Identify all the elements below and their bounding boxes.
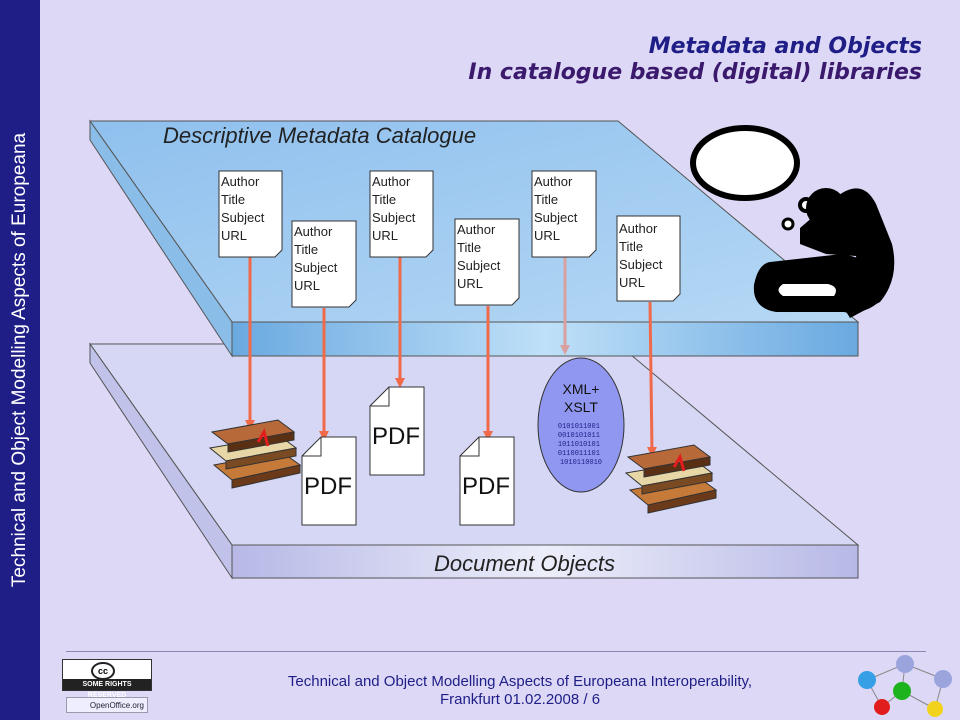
cc-icon: cc <box>91 662 115 680</box>
pdf-document-icon: PDF <box>301 436 357 526</box>
catalogue-label: Descriptive Metadata Catalogue <box>163 123 476 148</box>
cc-badge-text: SOME RIGHTS RESERVED <box>63 679 151 699</box>
metadata-record: Author Title Subject URL <box>454 218 520 306</box>
metadata-record: Author Title Subject URL <box>616 215 681 302</box>
footer: Technical and Object Modelling Aspects o… <box>210 673 830 709</box>
svg-text:XSLT: XSLT <box>564 399 598 415</box>
svg-text:PDF: PDF <box>372 423 420 450</box>
thinking-person-icon <box>690 125 895 318</box>
footer-line-1: Technical and Object Modelling Aspects o… <box>287 673 753 690</box>
openoffice-badge[interactable]: OpenOffice.org <box>66 697 148 713</box>
pdf-document-icon: PDF <box>369 386 425 476</box>
svg-text:Author Title Subje: Author Title Subject URL <box>372 174 419 243</box>
metadata-record: Author Title Subject URL <box>218 170 283 258</box>
svg-text:Author Title Subje: Author Title Subject URL <box>619 221 666 290</box>
svg-text:Author Title Subje: Author Title Subject URL <box>457 222 504 291</box>
network-logo-icon <box>858 655 952 717</box>
title-line-2: In catalogue based (digital) libraries <box>468 60 922 85</box>
slide-title: Metadata and Objects In catalogue based … <box>468 34 922 86</box>
svg-text:PDF: PDF <box>462 473 510 500</box>
svg-text:XML+: XML+ <box>563 381 600 397</box>
creative-commons-badge[interactable]: cc SOME RIGHTS RESERVED <box>62 659 152 699</box>
title-line-1: Metadata and Objects <box>648 34 922 59</box>
footer-line-2: Frankfurt 01.02.2008 / 6 <box>439 691 601 708</box>
footer-divider <box>66 651 926 652</box>
document-objects-label: Document Objects <box>434 551 615 576</box>
sidebar: Technical and Object Modelling Aspects o… <box>0 0 40 720</box>
svg-text:Author Title Subje: Author Title Subject URL <box>294 224 341 293</box>
metadata-record: Author Title Subject URL <box>291 220 357 308</box>
svg-text:0101011001 0010101011: 0101011001 0010101011 1011010101 0110011… <box>558 423 604 467</box>
metadata-record: Author Title Subject URL <box>531 170 597 258</box>
books-stack-icon <box>208 419 302 489</box>
xml-xslt-blob: XML+ XSLT 0101011001 0010101011 10110101… <box>537 357 625 493</box>
books-stack-icon <box>624 444 718 514</box>
svg-text:PDF: PDF <box>304 473 352 500</box>
arrow-6 <box>646 301 657 457</box>
pdf-document-icon: PDF <box>459 436 515 526</box>
svg-text:Author Title Subje: Author Title Subject URL <box>534 174 581 243</box>
metadata-record: Author Title Subject URL <box>369 170 434 258</box>
svg-text:Author Title Subje: Author Title Subject URL <box>221 174 268 243</box>
